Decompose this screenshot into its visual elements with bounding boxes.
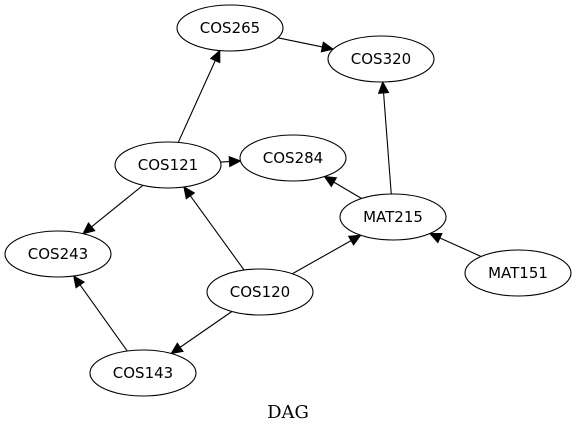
edge-cos143-to-cos243 [72, 274, 128, 352]
edge-line [189, 195, 245, 271]
arrowhead-icon [377, 80, 390, 94]
edge-cos265-to-cos320 [277, 37, 335, 53]
edge-cos121-to-cos243 [82, 184, 144, 235]
node-cos143: COS143 [89, 349, 197, 397]
node-cos320: COS320 [327, 35, 435, 83]
node-ellipse [206, 268, 314, 316]
edge-cos120-to-cos121 [183, 185, 245, 271]
node-ellipse [339, 193, 447, 241]
node-label: COS143 [113, 364, 173, 382]
node-label: COS265 [200, 19, 260, 37]
edge-cos120-to-cos143 [170, 311, 233, 355]
node-mat151: MAT151 [464, 249, 572, 297]
node-label: MAT151 [488, 264, 548, 282]
node-label: MAT215 [363, 208, 423, 226]
arrowhead-icon [82, 222, 96, 235]
edge-line [292, 240, 352, 275]
diagram-caption: DAG [267, 402, 309, 423]
node-ellipse [114, 141, 222, 189]
edges-layer [72, 37, 482, 355]
edge-line [439, 237, 482, 257]
node-cos284: COS284 [239, 134, 347, 182]
edge-line [333, 181, 362, 199]
node-ellipse [176, 4, 284, 52]
node-ellipse [239, 134, 347, 182]
edge-mat215-to-cos284 [323, 175, 362, 199]
node-label: COS320 [351, 50, 411, 68]
edge-line [79, 284, 128, 352]
node-cos243: COS243 [4, 230, 112, 278]
edge-line [91, 184, 144, 228]
node-mat215: MAT215 [339, 193, 447, 241]
arrowhead-icon [347, 234, 362, 246]
node-label: COS243 [28, 245, 88, 263]
edge-cos121-to-cos265 [177, 49, 221, 143]
edge-cos120-to-mat215 [292, 234, 362, 275]
arrowhead-icon [228, 155, 242, 168]
edge-line [277, 37, 323, 48]
arrowhead-icon [170, 342, 184, 355]
node-cos265: COS265 [176, 4, 284, 52]
node-label: COS121 [138, 156, 198, 174]
node-ellipse [327, 35, 435, 83]
edge-line [177, 60, 216, 143]
arrowhead-icon [428, 232, 443, 244]
node-cos121: COS121 [114, 141, 222, 189]
edge-mat151-to-mat215 [428, 232, 482, 257]
node-ellipse [4, 230, 112, 278]
arrowhead-icon [183, 185, 196, 200]
node-ellipse [464, 249, 572, 297]
arrowhead-icon [320, 41, 335, 53]
arrowhead-icon [209, 49, 221, 64]
node-label: COS284 [263, 149, 323, 167]
node-ellipse [89, 349, 197, 397]
edge-line [179, 311, 233, 348]
edge-line [383, 92, 392, 195]
node-label: COS120 [230, 283, 290, 301]
arrowhead-icon [323, 175, 338, 188]
edge-mat215-to-cos320 [377, 80, 392, 195]
edge-cos121-to-cos284 [220, 155, 242, 168]
node-cos120: COS120 [206, 268, 314, 316]
arrowhead-icon [72, 274, 86, 289]
